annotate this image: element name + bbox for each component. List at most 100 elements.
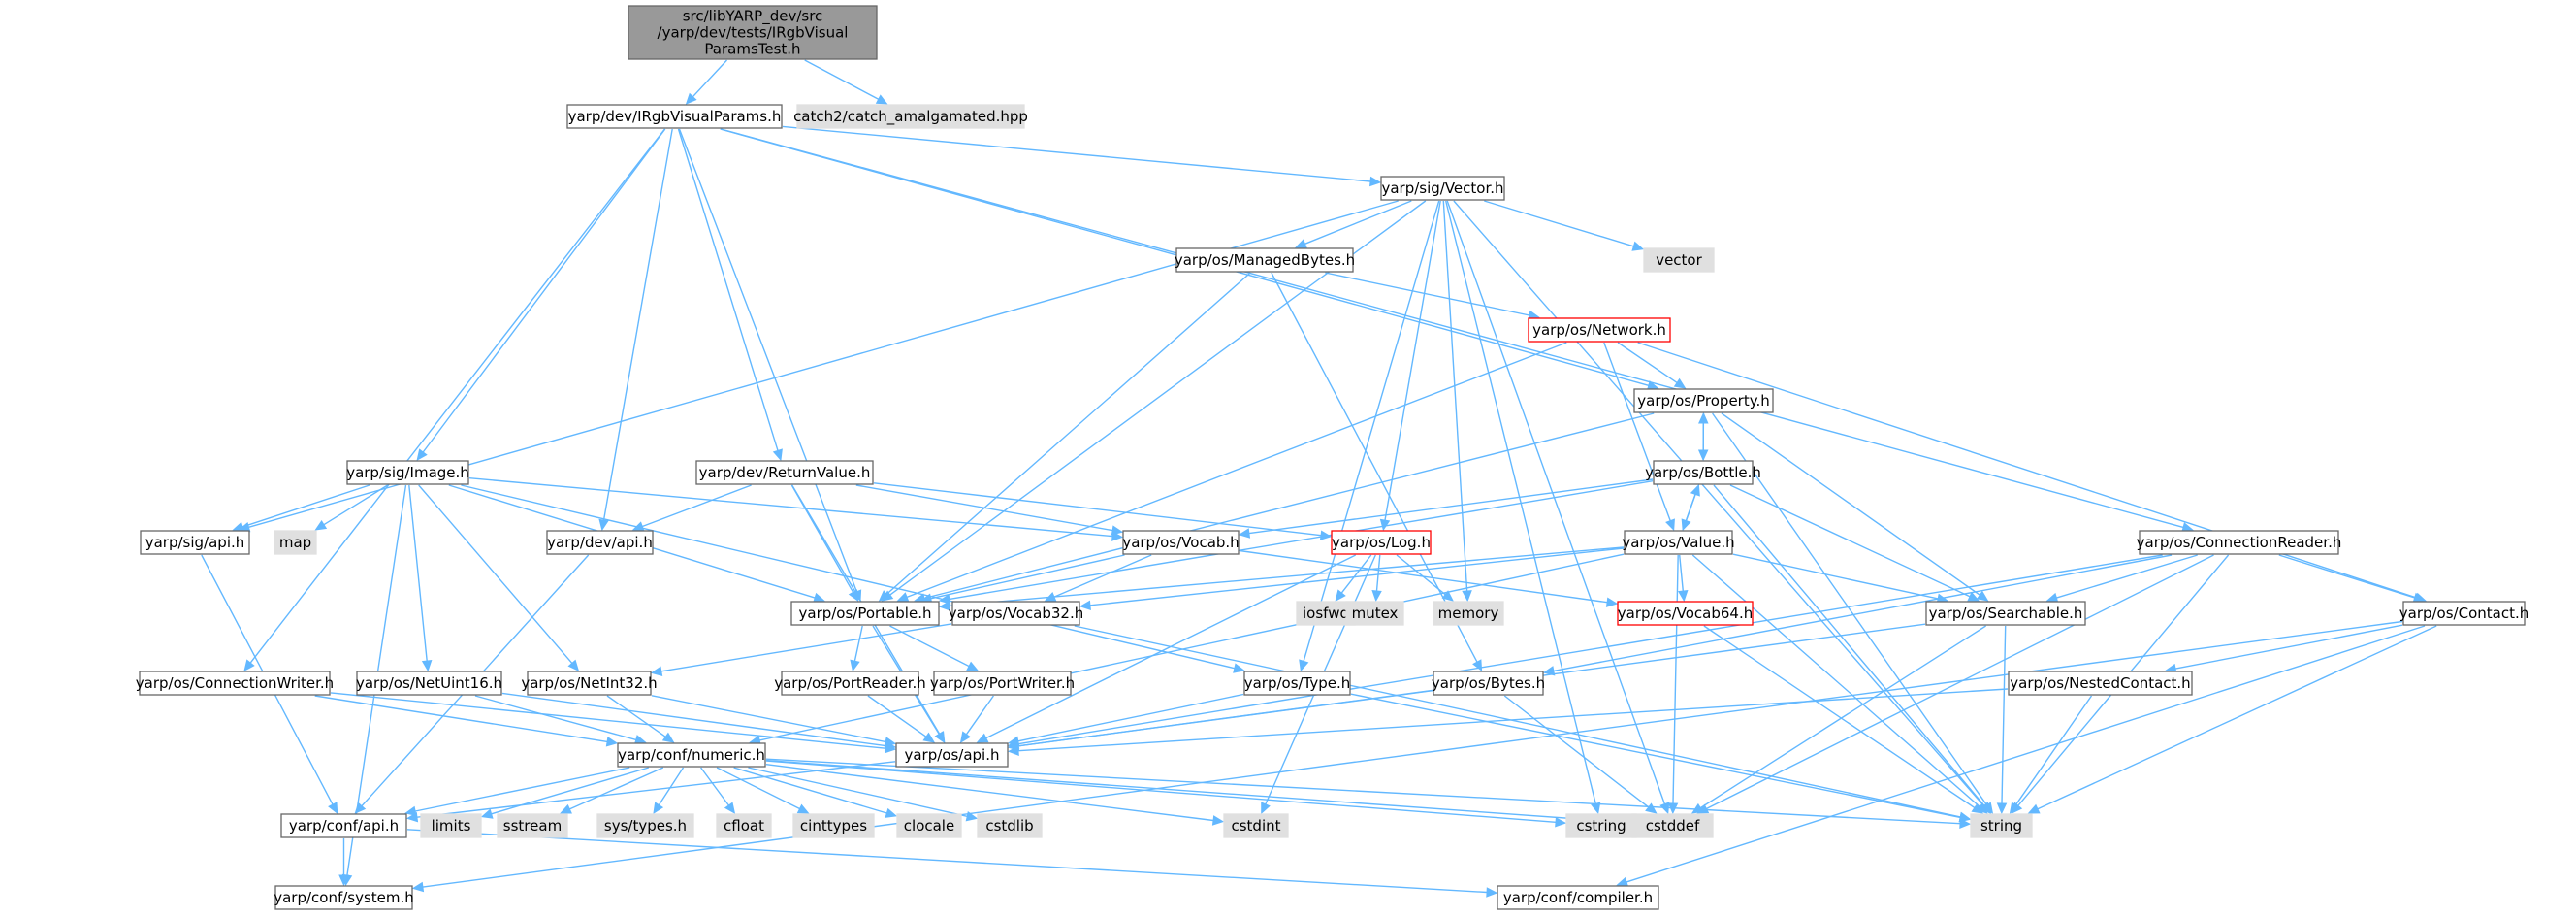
- node-numeric[interactable]: yarp/conf/numeric.h: [617, 742, 766, 768]
- node-Vocab32[interactable]: yarp/os/Vocab32.h: [949, 601, 1083, 626]
- node-string[interactable]: string: [1970, 813, 2033, 838]
- node-box: [346, 460, 469, 485]
- edge-line: [1445, 200, 1596, 804]
- node-box: [1175, 247, 1354, 273]
- node-catch2[interactable]: catch2/catch_amalgamated.hpp: [793, 104, 1028, 129]
- node-ConnectionWriter[interactable]: yarp/os/ConnectionWriter.h: [136, 671, 334, 696]
- edge-arrowhead: [1555, 817, 1567, 828]
- edge-line: [642, 484, 752, 528]
- node-clocale[interactable]: clocale: [896, 813, 962, 838]
- edge-line: [569, 767, 664, 810]
- node-label: map: [279, 534, 311, 551]
- node-PortReader[interactable]: yarp/os/PortReader.h: [774, 671, 926, 696]
- node-limits[interactable]: limits: [420, 813, 482, 838]
- node-Vocab[interactable]: yarp/os/Vocab.h: [1122, 530, 1240, 555]
- node-NestedContact[interactable]: yarp/os/NestedContact.h: [2008, 671, 2193, 696]
- node-compiler[interactable]: yarp/conf/compiler.h: [1497, 885, 1659, 910]
- edge-Vocab32-to-NetInt32: [650, 623, 952, 676]
- edge-Value-to-string: [1691, 554, 1988, 814]
- node-Vocab64[interactable]: yarp/os/Vocab64.h: [1617, 601, 1754, 626]
- node-system[interactable]: yarp/conf/system.h: [274, 885, 414, 910]
- node-Vector[interactable]: yarp/sig/Vector.h: [1380, 176, 1505, 201]
- node-ConnectionReader[interactable]: yarp/os/ConnectionReader.h: [2137, 530, 2342, 555]
- edge-line: [1089, 547, 1625, 606]
- edge-line: [323, 484, 388, 526]
- edge-line: [408, 484, 428, 662]
- edge-arrowhead: [685, 92, 697, 105]
- edge-Vector-to-string: [1453, 200, 1991, 814]
- node-ManagedBytes[interactable]: yarp/os/ManagedBytes.h: [1175, 247, 1355, 273]
- node-sigapi[interactable]: yarp/sig/api.h: [140, 530, 250, 555]
- node-label: yarp/os/Vocab32.h: [949, 605, 1083, 622]
- node-Image[interactable]: yarp/sig/Image.h: [346, 460, 469, 485]
- node-ReturnValue[interactable]: yarp/dev/ReturnValue.h: [695, 460, 874, 485]
- node-cstdlib[interactable]: cstdlib: [977, 813, 1043, 838]
- edge-arrowhead: [1079, 600, 1091, 611]
- node-Value[interactable]: yarp/os/Value.h: [1622, 530, 1735, 555]
- node-Searchable[interactable]: yarp/os/Searchable.h: [1925, 601, 2086, 626]
- node-box: [1528, 317, 1671, 343]
- node-sstream[interactable]: sstream: [497, 813, 568, 838]
- node-confapi[interactable]: yarp/conf/api.h: [280, 813, 407, 838]
- edge-arrowhead: [416, 448, 428, 461]
- node-Bottle[interactable]: yarp/os/Bottle.h: [1645, 460, 1761, 485]
- edge-line: [1453, 200, 1985, 806]
- edge-arrowhead: [2009, 802, 2020, 815]
- node-Network[interactable]: yarp/os/Network.h: [1528, 317, 1671, 343]
- edge-arrowhead: [1299, 659, 1309, 672]
- node-cstring[interactable]: cstring: [1565, 813, 1637, 838]
- node-cstddef[interactable]: cstddef: [1631, 813, 1714, 838]
- node-devapi[interactable]: yarp/dev/api.h: [546, 530, 654, 555]
- edge-IRgbVisualParams-to-Portable: [678, 128, 862, 603]
- edge-arrowhead: [328, 802, 338, 815]
- node-box: [796, 104, 1025, 129]
- edge-line: [474, 695, 636, 741]
- node-label: yarp/conf/api.h: [289, 817, 399, 835]
- node-cinttypes[interactable]: cinttypes: [792, 813, 875, 838]
- node-label: limits: [432, 817, 471, 835]
- node-box: [1633, 388, 1774, 413]
- node-label: cfloat: [724, 817, 764, 835]
- node-Contact[interactable]: yarp/os/Contact.h: [2399, 601, 2529, 626]
- node-box: [1617, 601, 1754, 626]
- edge-arrowhead: [1673, 377, 1687, 389]
- node-Type[interactable]: yarp/os/Type.h: [1243, 671, 1351, 696]
- node-label: yarp/os/api.h: [904, 746, 999, 764]
- node-box: [2402, 601, 2526, 626]
- node-Property[interactable]: yarp/os/Property.h: [1633, 388, 1774, 413]
- edge-Bottle-to-Property: [1698, 411, 1709, 461]
- node-systypes[interactable]: sys/types.h: [596, 813, 694, 838]
- node-label: yarp/os/NestedContact.h: [2010, 674, 2190, 692]
- edge-arrowhead: [1631, 241, 1645, 251]
- edge-Vector-to-ManagedBytes: [1295, 200, 1412, 248]
- node-Portable[interactable]: yarp/os/Portable.h: [790, 601, 940, 626]
- edge-line: [242, 484, 370, 528]
- node-NetInt32[interactable]: yarp/os/NetInt32.h: [521, 671, 658, 696]
- edge-ConnectionReader-to-Bytes: [1542, 554, 2173, 676]
- node-box: [497, 813, 568, 838]
- node-root[interactable]: src/libYARP_dev/src/yarp/dev/tests/IRgbV…: [628, 5, 878, 60]
- node-cfloat[interactable]: cfloat: [716, 813, 772, 838]
- node-iosfwd[interactable]: iosfwd: [1296, 601, 1356, 626]
- node-vector[interactable]: vector: [1643, 247, 1715, 273]
- node-mutex[interactable]: mutex: [1345, 601, 1404, 626]
- node-label: yarp/dev/api.h: [547, 534, 653, 551]
- node-memory[interactable]: memory: [1433, 601, 1504, 626]
- node-label: yarp/os/Vocab64.h: [1618, 605, 1753, 622]
- node-NetUint16[interactable]: yarp/os/NetUint16.h: [356, 671, 502, 696]
- edge-line: [2278, 554, 2415, 599]
- node-IRgbVisualParams[interactable]: yarp/dev/IRgbVisualParams.h: [566, 104, 783, 129]
- edge-arrowhead: [1542, 666, 1556, 676]
- node-osapi[interactable]: yarp/os/api.h: [895, 742, 1009, 768]
- edge-layer: [201, 59, 2437, 898]
- node-Log[interactable]: yarp/os/Log.h: [1331, 530, 1432, 555]
- node-PortWriter[interactable]: yarp/os/PortWriter.h: [930, 671, 1075, 696]
- node-Bytes[interactable]: yarp/os/Bytes.h: [1432, 671, 1545, 696]
- node-map[interactable]: map: [274, 530, 317, 555]
- node-cstdint[interactable]: cstdint: [1223, 813, 1289, 838]
- edge-line: [733, 767, 887, 814]
- edge-line: [314, 695, 608, 743]
- edge-ReturnValue-to-devapi: [631, 484, 752, 532]
- edge-arrowhead: [354, 802, 367, 814]
- edge-Network-to-Portable: [896, 342, 1567, 603]
